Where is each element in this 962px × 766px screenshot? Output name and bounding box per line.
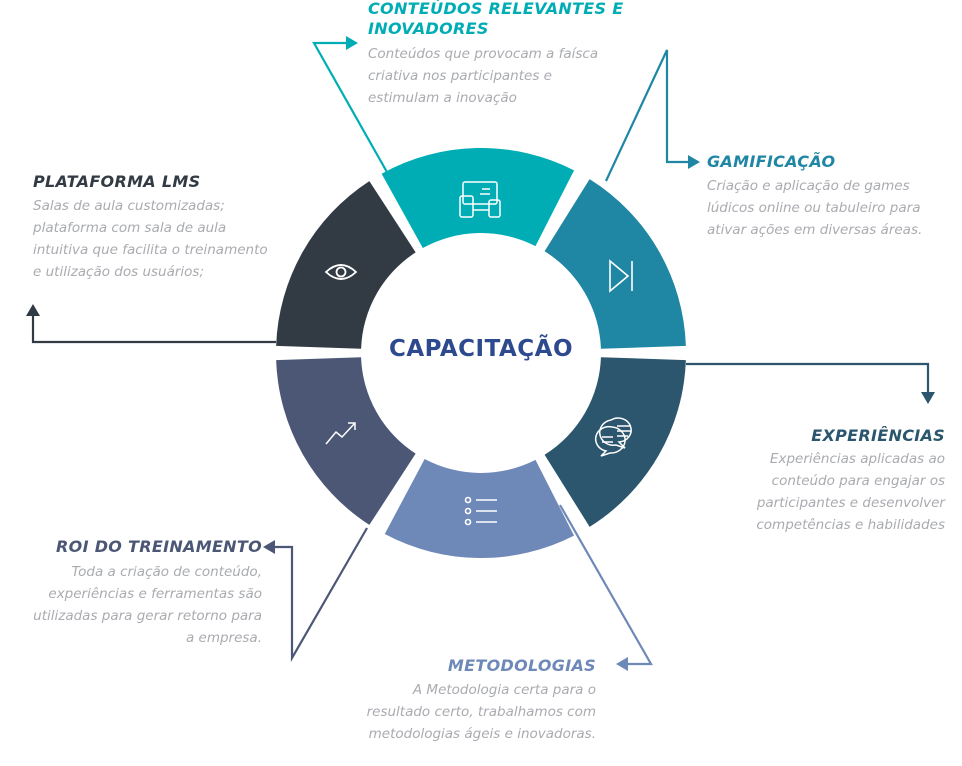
metodologias-segment [384,458,575,559]
connector-lines [26,36,935,671]
plataforma-description: Salas de aula customizadas; plataforma c… [33,195,298,283]
conteudos-title-line: INOVADORES [368,19,489,38]
gamificacao-description: Criação e aplicação de games lúdicos onl… [707,175,957,241]
plataforma-connector-line [31,316,276,344]
experiencias-block: EXPERIÊNCIAS Experiências aplicadas ao c… [700,426,945,536]
gamificacao-segment [544,179,686,349]
center-title: CAPACITAÇÃO [388,336,574,362]
experiencias-arrowhead [921,392,935,404]
eye-icon [324,264,358,280]
metodologias-desc-line: metodologias ágeis e inovadoras. [368,726,596,742]
gamificacao-desc-line: ativar ações em diversas áreas. [707,222,923,238]
conteudos-desc-line: Conteúdos que provocam a faísca [368,46,599,62]
trend-up-icon [325,422,356,445]
gamificacao-arrowhead [688,155,700,169]
metodologias-block: METODOLOGIAS A Metodologia certa para o … [336,656,596,745]
chat-bubbles-icon [594,417,632,457]
metodologias-desc-line: resultado certo, trabalhamos com [366,704,596,720]
gamificacao-connector-line [605,49,688,182]
gamificacao-desc-line: Criação e aplicação de games [707,178,910,194]
experiencias-segment [544,357,686,527]
conteudos-desc-line: criativa nos participantes e [368,68,552,84]
roi-desc-line: Toda a criação de conteúdo, [71,564,262,580]
gamificacao-title: GAMIFICAÇÃO [707,152,957,172]
plataforma-desc-line: intuitiva que facilita o treinamento [33,242,268,258]
roi-connector-line [275,527,368,663]
conteudos-desc-line: estimulam a inovação [368,90,517,106]
plataforma-title: PLATAFORMA LMS [33,172,298,192]
roi-title-line: ROI DO TREINAMENTO [56,537,262,556]
roi-desc-line: experiências e ferramentas são [48,586,262,602]
roi-desc-line: utilizadas para gerar retorno para [33,608,262,624]
roi-block: ROI DO TREINAMENTO Toda a criação de con… [6,537,262,649]
conteudos-segment [381,147,575,249]
metodologias-arrowhead [616,657,628,671]
conteudos-description: Conteúdos que provocam a faísca criativa… [368,43,638,109]
gamificacao-block: GAMIFICAÇÃO Criação e aplicação de games… [707,152,957,241]
segment-icons [324,181,633,526]
roi-segment [276,357,416,525]
plataforma-desc-line: Salas de aula customizadas; [33,198,225,214]
skip-forward-icon [609,259,633,293]
roi-description: Toda a criação de conteúdo, experiências… [6,561,262,649]
list-icon [464,496,497,526]
gamificacao-desc-line: lúdicos online ou tabuleiro para [707,200,921,216]
plataforma-desc-line: plataforma com sala de aula [33,220,227,236]
plataforma-arrowhead [26,304,40,316]
experiencias-title: EXPERIÊNCIAS [700,426,945,446]
roi-desc-line: a empresa. [185,630,262,646]
conteudos-connector-line [312,41,393,182]
plataforma-desc-line: e utilização dos usuários; [33,264,205,280]
metodologias-title-line: METODOLOGIAS [447,656,596,675]
metodologias-desc-line: A Metodologia certa para o [412,682,596,698]
devices-icon [459,181,501,218]
metodologias-description: A Metodologia certa para o resultado cer… [336,679,596,745]
gamificacao-title-line: GAMIFICAÇÃO [707,152,836,171]
experiencias-desc-line: participantes e desenvolver [756,495,945,511]
conteudos-arrowhead [346,36,358,50]
metodologias-title: METODOLOGIAS [336,656,596,676]
plataforma-title-line: PLATAFORMA LMS [33,172,201,191]
roi-arrowhead [263,540,275,554]
experiencias-desc-line: conteúdo para engajar os [771,473,945,489]
experiencias-desc-line: competências e habilidades [756,517,945,533]
conteudos-title: CONTEÚDOS RELEVANTES E INOVADORES [368,0,638,39]
experiencias-desc-line: Experiências aplicadas ao [769,451,945,467]
plataforma-block: PLATAFORMA LMS Salas de aula customizada… [33,172,298,283]
experiencias-connector-line [686,362,930,392]
conteudos-block: CONTEÚDOS RELEVANTES E INOVADORES Conteú… [368,0,638,109]
experiencias-description: Experiências aplicadas ao conteúdo para … [700,448,945,536]
experiencias-title-line: EXPERIÊNCIAS [811,426,945,445]
metodologias-connector-line [559,504,653,666]
conteudos-title-line: CONTEÚDOS RELEVANTES E [368,0,624,18]
roi-title: ROI DO TREINAMENTO [6,537,262,557]
